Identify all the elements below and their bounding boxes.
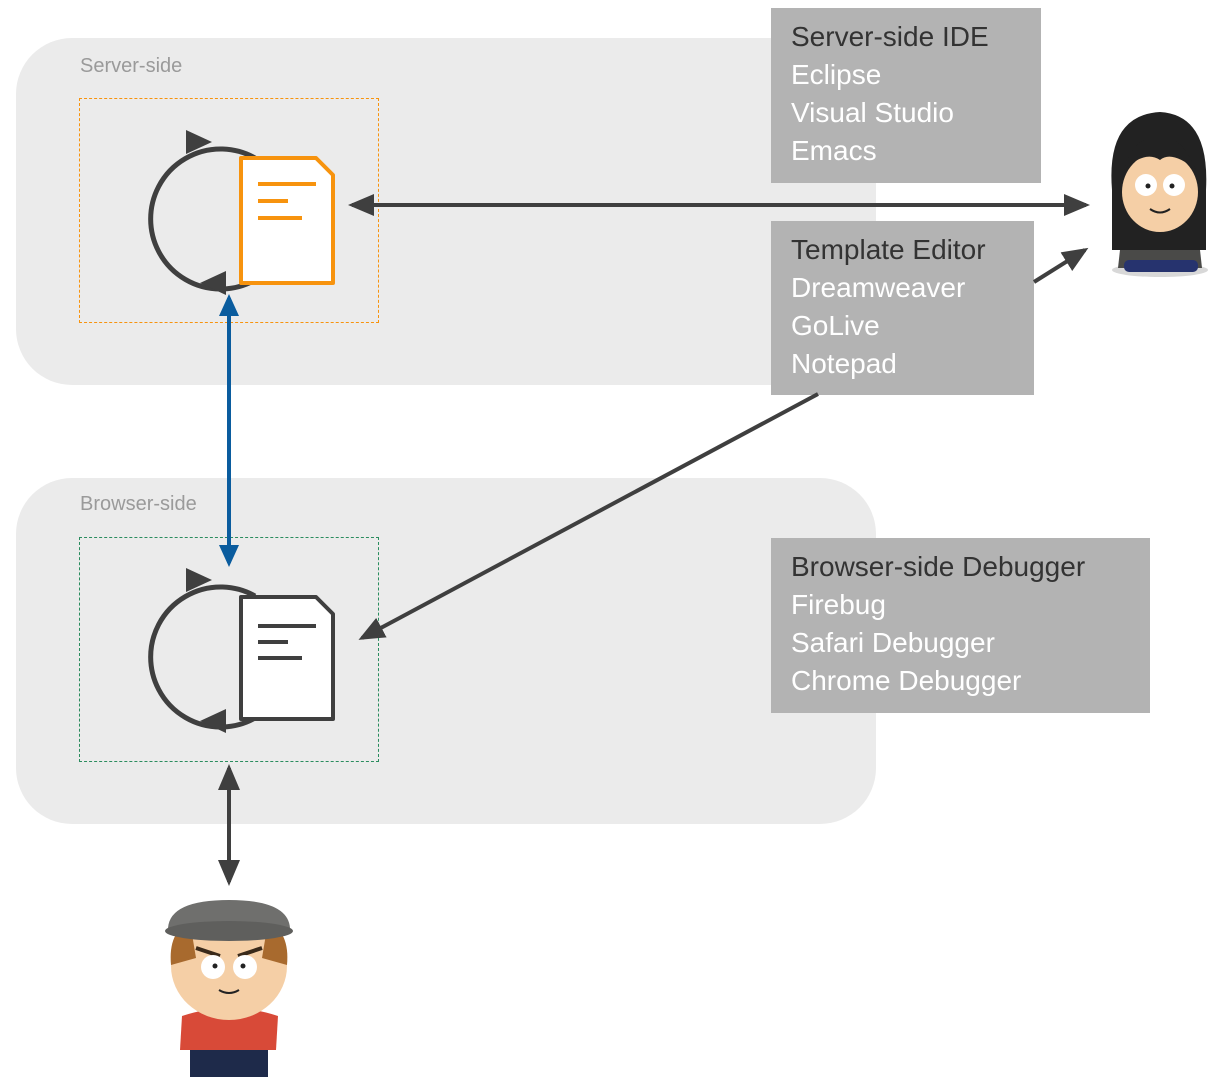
- server-ide-item: Emacs: [791, 135, 877, 166]
- developer-avatar: [1111, 112, 1208, 277]
- template-editor-item: GoLive: [791, 310, 880, 341]
- browser-debugger-box: Browser-side Debugger Firebug Safari Deb…: [771, 538, 1150, 713]
- browser-side-label: Browser-side: [80, 493, 197, 515]
- template-editor-browser-arrow: [358, 392, 819, 640]
- server-refresh-cycle-icon: [148, 130, 257, 295]
- server-ide-item: Eclipse: [791, 59, 882, 90]
- server-ide-box: Server-side IDE Eclipse Visual Studio Em…: [771, 8, 1041, 183]
- browser-debugger-title: Browser-side Debugger: [791, 551, 1086, 582]
- template-editor-box: Template Editor Dreamweaver GoLive Notep…: [771, 221, 1034, 395]
- html-document-icon: [239, 595, 335, 721]
- template-editor-item: Notepad: [791, 348, 897, 379]
- server-ide-item: Visual Studio: [791, 97, 954, 128]
- browser-debugger-item: Firebug: [791, 589, 886, 620]
- browser-side-region: [16, 478, 876, 824]
- template-editor-title: Template Editor: [791, 234, 986, 265]
- template-editor-item: Dreamweaver: [791, 272, 966, 303]
- browser-refresh-cycle-icon: [148, 568, 257, 733]
- user-avatar: [165, 900, 293, 1077]
- browser-debugger-item: Chrome Debugger: [791, 665, 1022, 696]
- server-ide-title: Server-side IDE: [791, 21, 989, 52]
- browser-debugger-item: Safari Debugger: [791, 627, 995, 658]
- template-editor-developer-arrow: [1032, 247, 1089, 284]
- template-document-icon: [239, 156, 335, 285]
- server-side-label: Server-side: [80, 55, 183, 77]
